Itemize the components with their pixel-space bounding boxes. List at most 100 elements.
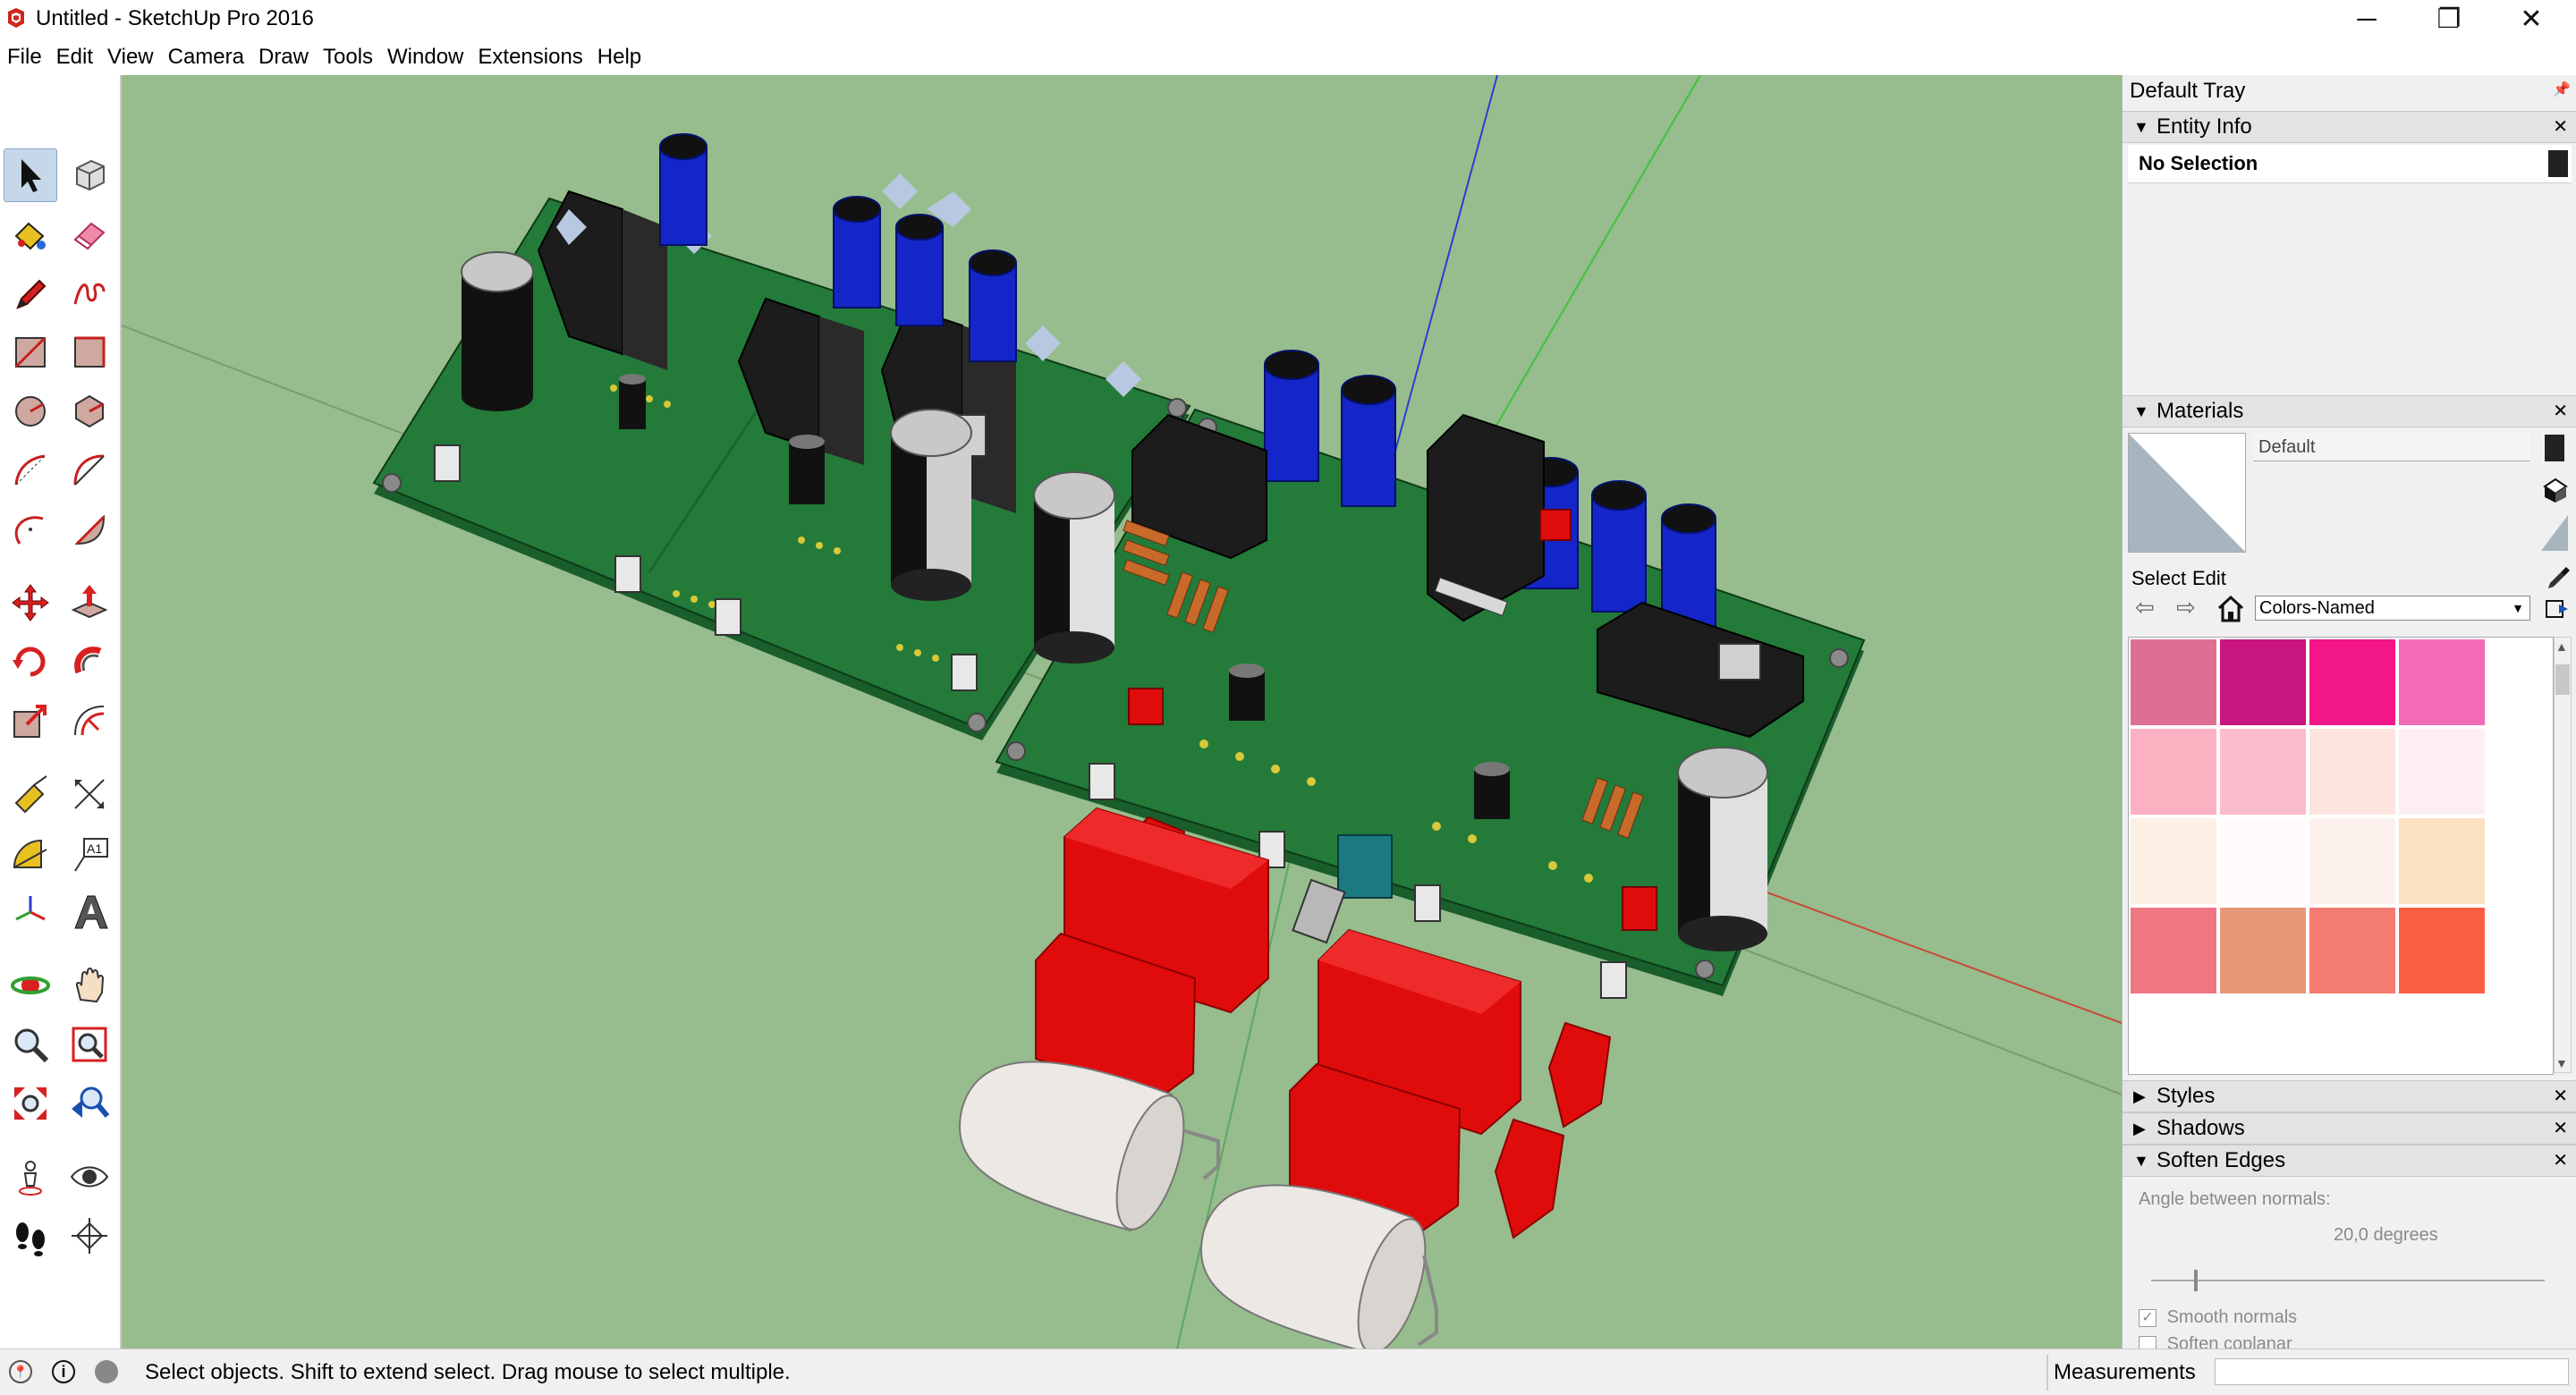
material-name-field[interactable]: Default [2253, 433, 2530, 461]
pie-button[interactable] [63, 503, 116, 556]
smooth-normals-checkbox[interactable]: ✓ [2139, 1308, 2157, 1327]
material-swatch[interactable] [2309, 729, 2395, 815]
zoom-extents-button[interactable] [4, 1077, 57, 1130]
styles-header[interactable]: ▶ Styles ✕ [2123, 1080, 2576, 1112]
menu-draw[interactable]: Draw [258, 45, 309, 69]
eraser-button[interactable] [63, 207, 116, 261]
two-point-arc-button[interactable] [63, 444, 116, 497]
3d-text-button[interactable] [63, 885, 116, 939]
previous-view-button[interactable] [63, 1077, 116, 1130]
geo-location-icon[interactable]: 📍 [9, 1360, 32, 1383]
push-pull-button[interactable] [63, 576, 116, 630]
material-swatch[interactable] [2131, 908, 2216, 993]
rectangle-button[interactable] [4, 326, 57, 379]
close-button[interactable]: ✕ [2520, 4, 2543, 34]
material-swatch[interactable] [2220, 729, 2306, 815]
create-material-icon[interactable] [2545, 435, 2564, 461]
line-tool-button[interactable] [4, 266, 57, 320]
material-swatch[interactable] [2131, 818, 2216, 904]
soften-edges-header[interactable]: ▼ Soften Edges ✕ [2123, 1145, 2576, 1177]
menu-camera[interactable]: Camera [167, 45, 244, 69]
rotated-rectangle-button[interactable] [63, 326, 116, 379]
angle-slider[interactable] [2151, 1270, 2545, 1291]
axes-button[interactable] [4, 885, 57, 939]
protractor-button[interactable] [4, 826, 57, 880]
material-swatch[interactable] [2131, 729, 2216, 815]
info-icon[interactable]: i [52, 1360, 75, 1383]
offset-button[interactable] [63, 694, 116, 748]
shadows-header[interactable]: ▶ Shadows ✕ [2123, 1112, 2576, 1145]
close-panel-icon[interactable]: ✕ [2553, 117, 2568, 137]
select-tool-button[interactable] [4, 148, 57, 202]
follow-me-button[interactable] [63, 635, 116, 689]
material-swatch[interactable] [2220, 908, 2306, 993]
menu-file[interactable]: File [7, 45, 42, 69]
modeling-viewport[interactable] [122, 75, 2122, 1348]
user-account-icon[interactable] [95, 1360, 118, 1383]
close-panel-icon[interactable]: ✕ [2553, 1086, 2568, 1106]
menu-help[interactable]: Help [597, 45, 642, 69]
menu-view[interactable]: View [107, 45, 154, 69]
three-point-arc-button[interactable] [4, 503, 57, 556]
menu-window[interactable]: Window [387, 45, 464, 69]
tray-pin-icon[interactable]: 📌 [2553, 82, 2571, 97]
material-swatch[interactable] [2131, 639, 2216, 725]
entity-info-header[interactable]: ▼ Entity Info ✕ [2123, 111, 2576, 143]
back-arrow-icon[interactable]: ⇦ [2135, 594, 2155, 621]
materials-select-tab[interactable]: Select [2131, 567, 2187, 589]
minimize-button[interactable]: ─ [2357, 4, 2377, 34]
menu-tools[interactable]: Tools [323, 45, 374, 69]
material-swatch[interactable] [2399, 729, 2485, 815]
materials-edit-tab[interactable]: Edit [2192, 567, 2226, 589]
material-swatch[interactable] [2399, 639, 2485, 725]
move-button[interactable] [4, 576, 57, 630]
walk-button[interactable] [4, 1209, 57, 1263]
scroll-thumb[interactable] [2555, 664, 2570, 695]
eyedropper-icon[interactable] [2545, 565, 2572, 592]
arc-button[interactable] [4, 444, 57, 497]
close-panel-icon[interactable]: ✕ [2553, 402, 2568, 421]
close-panel-icon[interactable]: ✕ [2553, 1119, 2568, 1138]
details-menu-icon[interactable] [2545, 597, 2568, 621]
paint-bucket-button[interactable] [4, 207, 57, 261]
material-swatch[interactable] [2399, 908, 2485, 993]
material-swatch[interactable] [2220, 818, 2306, 904]
home-icon[interactable] [2216, 594, 2246, 624]
slider-thumb[interactable] [2193, 1270, 2198, 1291]
section-plane-button[interactable] [63, 1209, 116, 1263]
material-library-select[interactable]: Colors-Named ▼ [2255, 596, 2530, 621]
position-camera-button[interactable] [4, 1150, 57, 1204]
tape-measure-button[interactable] [4, 767, 57, 821]
materials-header[interactable]: ▼ Materials ✕ [2123, 395, 2576, 427]
menu-edit[interactable]: Edit [55, 45, 94, 69]
scale-button[interactable] [4, 694, 57, 748]
forward-arrow-icon[interactable]: ⇨ [2176, 594, 2196, 621]
make-component-button[interactable] [63, 148, 116, 202]
freehand-button[interactable] [63, 266, 116, 320]
orbit-button[interactable] [4, 959, 57, 1012]
zoom-button[interactable] [4, 1018, 57, 1071]
material-swatch[interactable] [2309, 908, 2395, 993]
text-button[interactable]: A1 [63, 826, 116, 880]
look-around-button[interactable] [63, 1150, 116, 1204]
rotate-button[interactable] [4, 635, 57, 689]
menu-extensions[interactable]: Extensions [478, 45, 583, 69]
material-swatch[interactable] [2220, 639, 2306, 725]
scroll-down-icon[interactable]: ▼ [2555, 1056, 2568, 1070]
dimension-button[interactable] [63, 767, 116, 821]
zoom-window-button[interactable] [63, 1018, 116, 1071]
pan-button[interactable] [63, 959, 116, 1012]
material-swatch[interactable] [2309, 818, 2395, 904]
sample-paint-icon[interactable] [2541, 476, 2568, 503]
material-swatch[interactable] [2399, 818, 2485, 904]
measurements-input[interactable] [2215, 1358, 2569, 1385]
entity-details-toggle-icon[interactable] [2548, 150, 2568, 177]
secondary-sample-icon[interactable] [2541, 515, 2568, 551]
polygon-button[interactable] [63, 385, 116, 438]
restore-button[interactable]: ❐ [2436, 4, 2462, 34]
material-swatch[interactable] [2309, 639, 2395, 725]
circle-button[interactable] [4, 385, 57, 438]
swatch-scrollbar[interactable]: ▲ ▼ [2554, 637, 2572, 1073]
scroll-up-icon[interactable]: ▲ [2555, 639, 2568, 654]
close-panel-icon[interactable]: ✕ [2553, 1151, 2568, 1171]
